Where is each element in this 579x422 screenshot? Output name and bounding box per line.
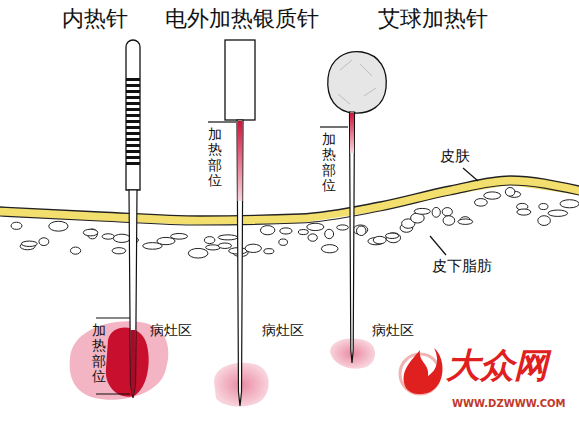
- heating-part-label: 加热部位: [208, 127, 222, 189]
- fat-cell: [112, 248, 126, 254]
- watermark-logo: [400, 348, 443, 394]
- lesion-label: 病灶区: [262, 322, 304, 338]
- fat-cell: [373, 236, 386, 243]
- skin-label: 皮肤: [440, 148, 470, 165]
- coil-band: [126, 150, 140, 153]
- fat-cell: [39, 238, 49, 246]
- fat-cell: [548, 210, 568, 216]
- fat-cell: [308, 234, 317, 241]
- moxa-ball-needle: [320, 52, 386, 363]
- heating-part-label: 加热部位: [92, 323, 106, 385]
- fat-cell: [102, 234, 114, 239]
- fat-cell: [113, 234, 130, 242]
- coil-band: [126, 78, 140, 81]
- fat-cell: [11, 222, 22, 229]
- coil-band: [126, 114, 140, 117]
- fat-cell: [321, 245, 338, 253]
- fat-cell: [307, 223, 324, 230]
- fat-cell: [49, 221, 68, 231]
- skin-edge: [0, 176, 579, 216]
- coil-band: [126, 84, 140, 87]
- fat-cell: [218, 243, 231, 248]
- fat-cell: [505, 188, 515, 197]
- fat-cell: [204, 237, 215, 244]
- coil-band: [126, 138, 140, 141]
- skin-edge: [0, 185, 579, 225]
- fat-cell: [442, 208, 452, 216]
- fat-cell: [357, 226, 366, 235]
- needle-title: 电外加热银质针: [165, 6, 319, 31]
- fat-cell: [171, 233, 188, 239]
- fat-cell: [280, 228, 292, 234]
- fat-cell: [83, 229, 98, 236]
- coil-band: [126, 102, 140, 105]
- fat-cell: [260, 226, 274, 235]
- fat-cell: [279, 239, 288, 245]
- coil-bands: [126, 78, 140, 165]
- fat-cell: [385, 233, 398, 238]
- coil-band: [126, 156, 140, 159]
- leader-line: [430, 236, 446, 255]
- fat-cell: [70, 247, 80, 254]
- fat-cell: [474, 199, 487, 207]
- coil-band: [126, 90, 140, 93]
- coil-band: [126, 108, 140, 111]
- fat-cell: [298, 230, 308, 235]
- fat-cell: [432, 207, 440, 217]
- fat-cell: [414, 208, 430, 214]
- fat-cell: [21, 241, 37, 246]
- coil-band: [126, 132, 140, 135]
- fat-cell: [538, 216, 551, 226]
- needle-title: 艾球加热针: [378, 6, 488, 31]
- electric-silver-needle: [208, 40, 255, 406]
- heating-part-label: 加热部位: [322, 132, 336, 194]
- coil-band: [126, 120, 140, 123]
- fat-cell: [264, 249, 274, 254]
- fat-cell: [218, 235, 237, 240]
- lesion-label: 病灶区: [150, 322, 192, 338]
- fat-cell: [245, 244, 261, 252]
- lesion-areas: [70, 321, 375, 406]
- fat-cell: [458, 219, 473, 224]
- fat-cell: [539, 204, 548, 210]
- coil-band: [126, 144, 140, 147]
- fat-cell: [337, 225, 349, 230]
- skin-and-fat: [0, 176, 579, 258]
- fat-cell: [484, 192, 501, 199]
- watermark: 大众网: [446, 346, 548, 385]
- coil-band: [126, 126, 140, 129]
- watermark-url: WWW.DZWWW.COM: [452, 398, 566, 410]
- needle-title: 内热针: [62, 6, 128, 31]
- fat-cell: [560, 200, 579, 208]
- fat-cell: [517, 209, 531, 215]
- fat-cell: [188, 248, 208, 258]
- fat-cell: [443, 216, 455, 226]
- leader-line: [463, 168, 478, 181]
- fat-cell: [325, 229, 334, 238]
- skin-band: [0, 176, 579, 225]
- coil-band: [126, 96, 140, 99]
- fat-cell: [386, 233, 401, 243]
- coil-band: [126, 162, 140, 165]
- lesion-label: 病灶区: [372, 322, 414, 338]
- fat-label: 皮下脂肪: [432, 258, 492, 275]
